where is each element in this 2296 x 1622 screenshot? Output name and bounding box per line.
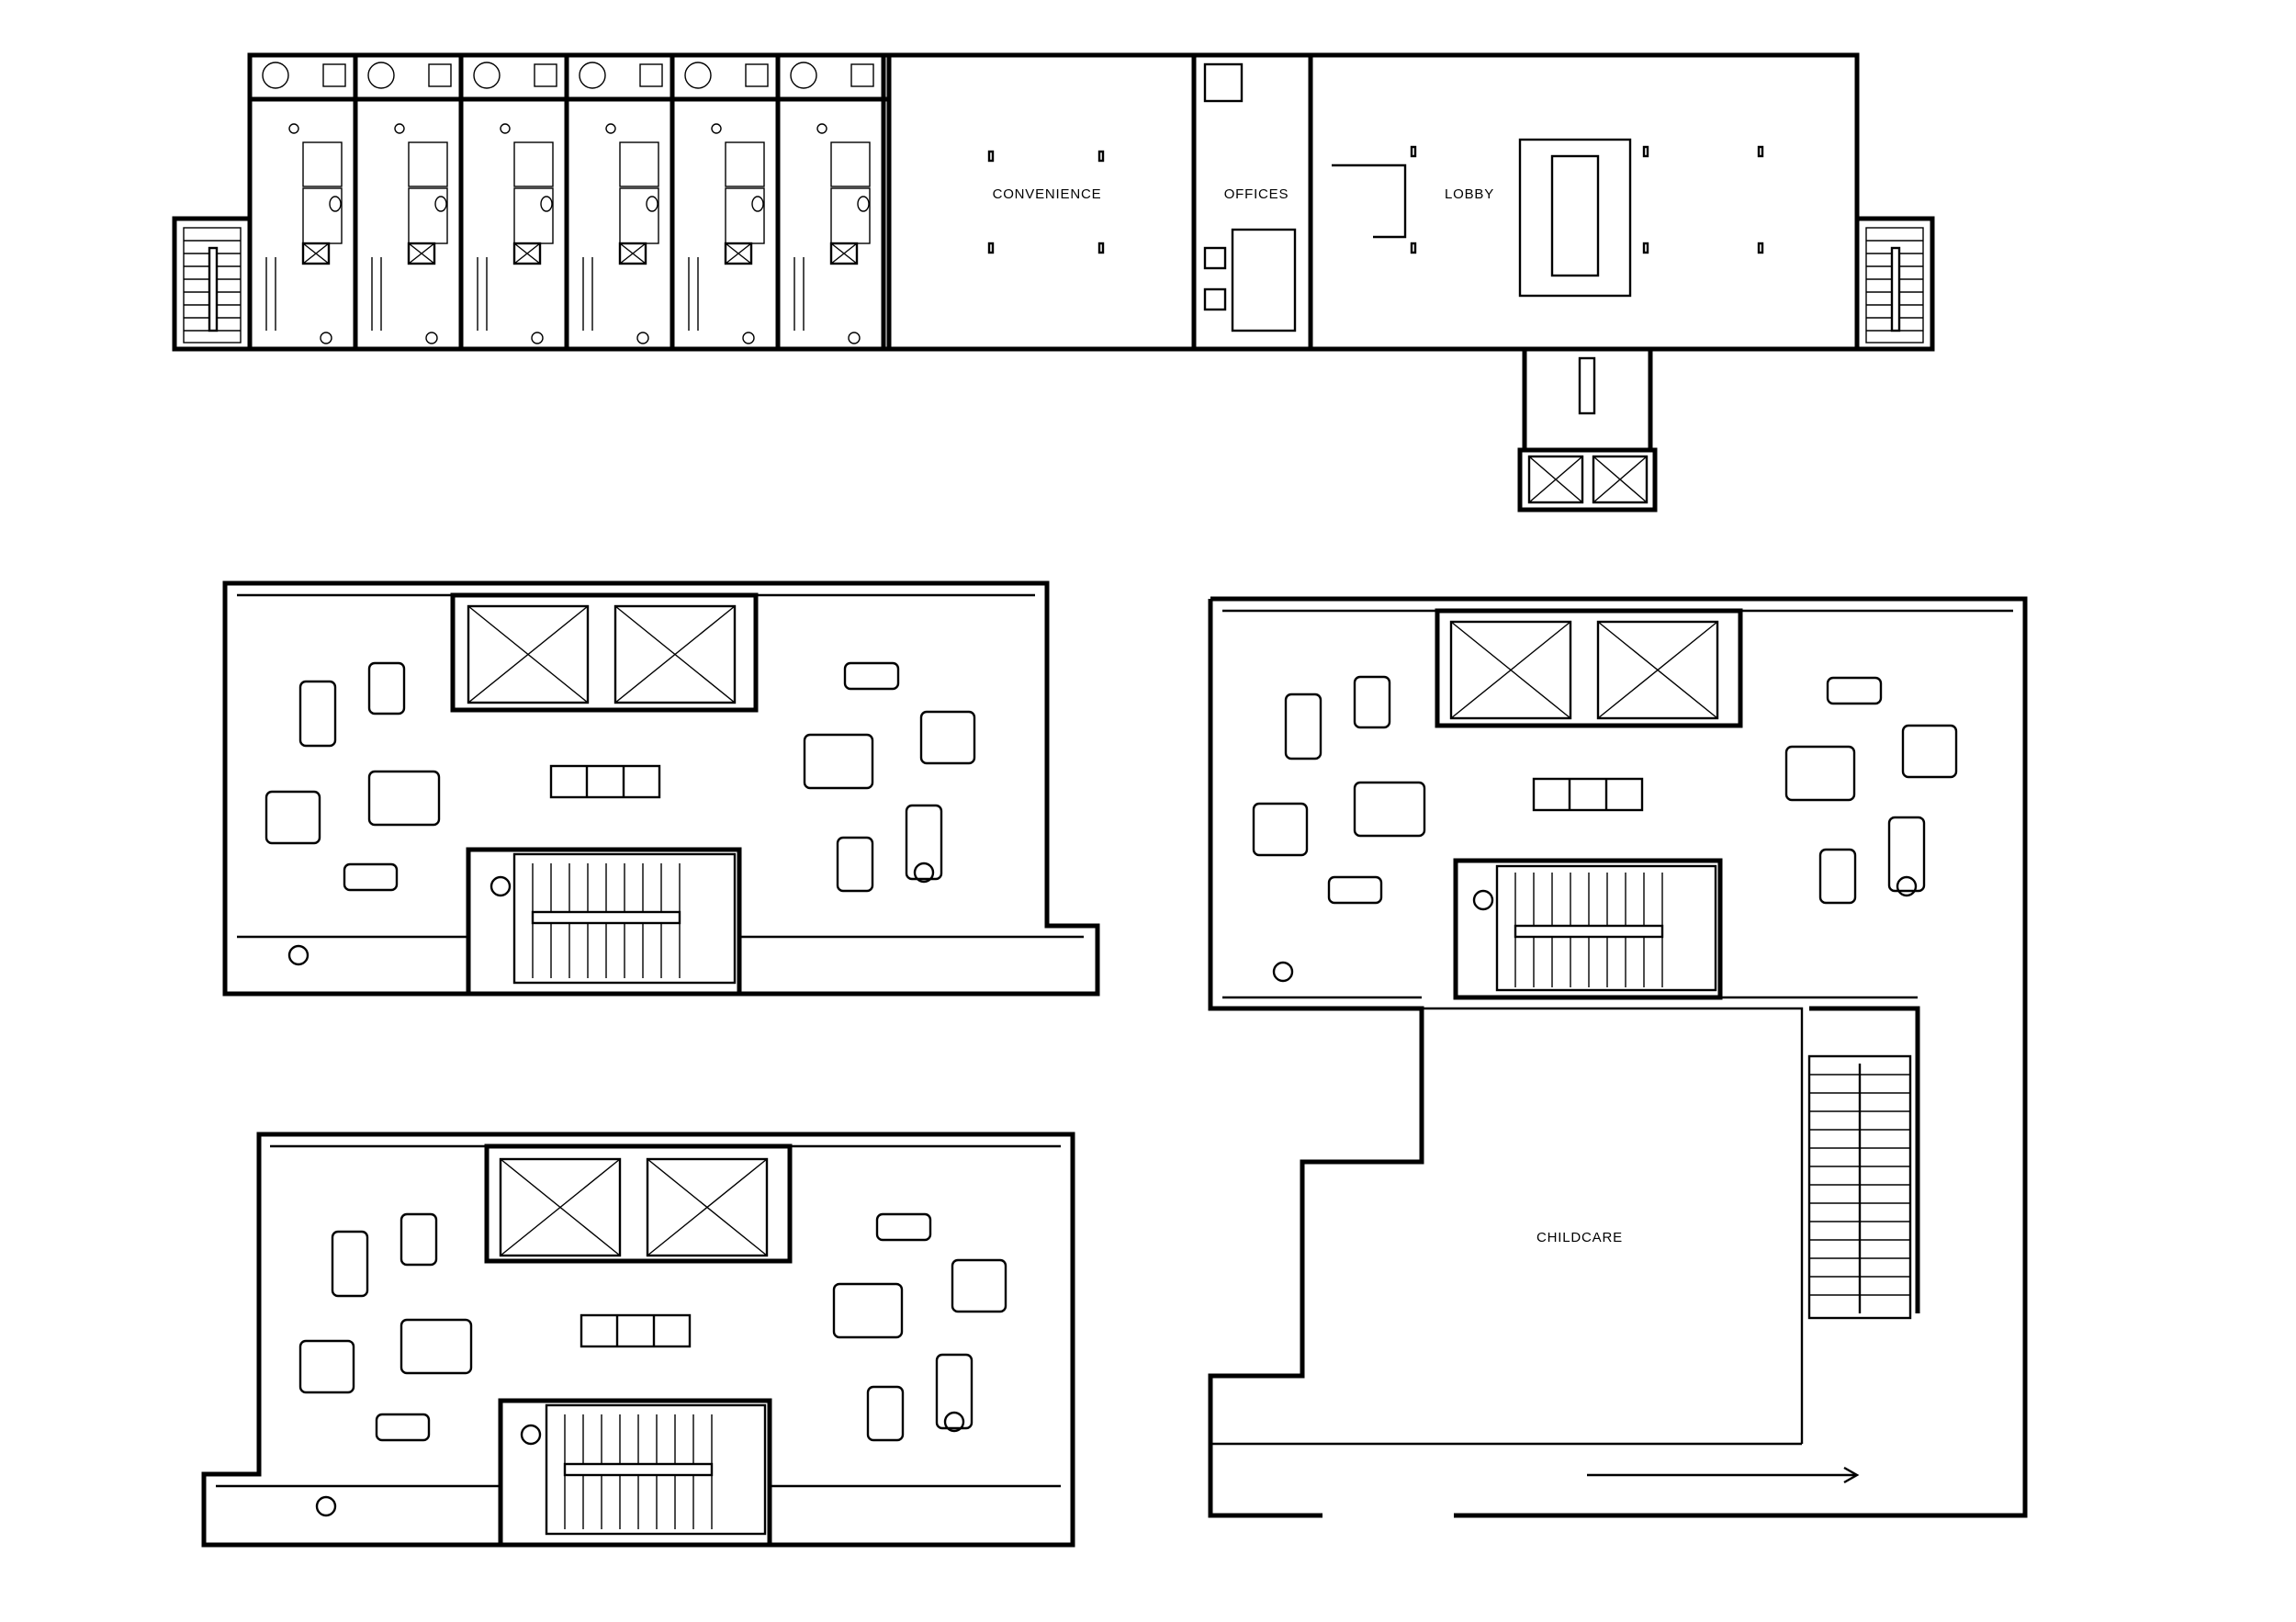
elevator-icon (1449, 620, 1572, 720)
stair-icon (208, 246, 219, 332)
offices-label: OFFICES (1224, 186, 1289, 202)
elevator-icon (1527, 455, 1584, 504)
childcare-label: CHILDCARE (1536, 1230, 1623, 1245)
bench (1578, 356, 1596, 415)
upper-floor-plan-a (222, 580, 1100, 997)
left-stair-core (172, 216, 253, 352)
elevator-icon (613, 604, 737, 704)
elevator-icon (467, 604, 590, 704)
furniture (264, 661, 976, 966)
bed-icon (302, 141, 343, 187)
lobby-room: LOBBY (1332, 138, 1764, 298)
elevator-icon (646, 1157, 769, 1257)
unit (262, 62, 346, 344)
convenience-label: CONVENIENCE (993, 186, 1102, 202)
furniture (1252, 675, 1958, 983)
entry-vestibule (1517, 349, 1658, 513)
side-staircase (1807, 1006, 1920, 1320)
stair-icon (545, 1403, 767, 1536)
arrow-icon (1587, 1466, 1860, 1484)
furniture (298, 1212, 1007, 1517)
floor-b-outline (201, 1132, 1075, 1548)
stair-icon (1495, 864, 1717, 992)
ground-floor-plan: CONVENIENCE OFFICES LOBBY (172, 52, 1935, 513)
wardrobe (301, 242, 331, 265)
chair-icon (1203, 287, 1227, 311)
chair-icon (1203, 246, 1227, 270)
toilet-icon (329, 196, 342, 212)
stair-core (1453, 858, 1723, 1000)
lift-core (484, 1143, 793, 1264)
chair-icon (1203, 62, 1244, 103)
elevator-icon (1592, 455, 1649, 504)
lift-core (450, 592, 759, 713)
stair-core (466, 847, 742, 997)
lobby-label: LOBBY (1445, 186, 1494, 202)
residential-units (247, 55, 886, 349)
right-stair-core (1854, 216, 1935, 352)
elevator-icon (499, 1157, 622, 1257)
elevator-icon (1596, 620, 1719, 720)
chair-icon (322, 63, 346, 87)
floor-a-outline (222, 580, 1100, 997)
reception-desk (1332, 163, 1407, 239)
childcare-floor-plan: CHILDCARE (1208, 596, 2028, 1518)
stair-core (498, 1398, 772, 1548)
childcare-floor-outline (1210, 596, 2028, 1029)
convenience-room: CONVENIENCE (886, 55, 1197, 349)
stair-icon (1890, 246, 1901, 332)
stair-icon (512, 852, 737, 985)
lounge-seating (1518, 138, 1632, 298)
lift-core (1435, 608, 1743, 728)
offices-room: OFFICES (1203, 55, 1313, 349)
tree-icon (262, 62, 289, 89)
upper-floor-plan-b (201, 1132, 1075, 1548)
